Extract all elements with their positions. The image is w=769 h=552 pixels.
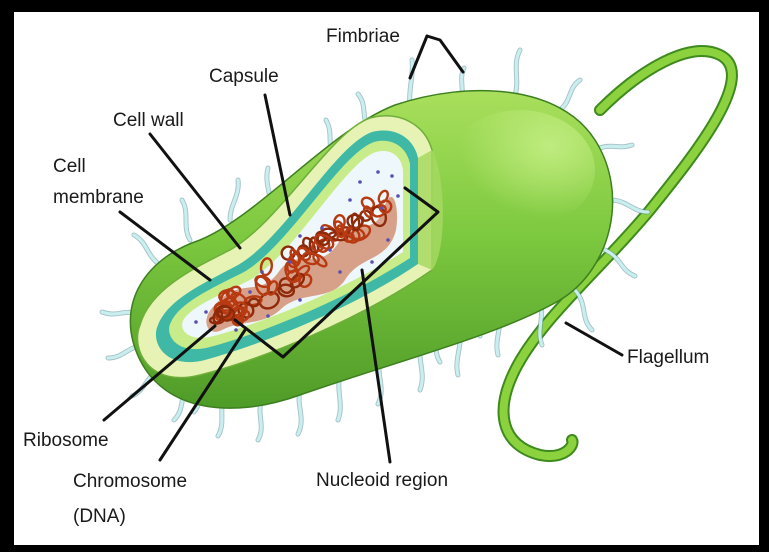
ribosome-dot (348, 198, 352, 202)
ribosome-dot (288, 260, 292, 264)
ribosome-dot (396, 194, 400, 198)
ribosome-dot (204, 310, 208, 314)
ribosome-dot (338, 270, 342, 274)
ribosome-dot (234, 328, 238, 332)
ribosome-dot (320, 226, 324, 230)
label-chromosome-line1: Chromosome (73, 471, 187, 492)
ribosome-dot (194, 320, 198, 324)
leader-flagellum (566, 323, 622, 355)
ribosome-dot (266, 314, 270, 318)
ribosome-dot (390, 174, 394, 178)
ribosome-dot (386, 238, 390, 242)
label-nucleoid-region: Nucleoid region (316, 470, 448, 491)
pilus (182, 200, 190, 240)
ribosome-dot (376, 170, 380, 174)
label-ribosome: Ribosome (23, 430, 109, 451)
pilus (610, 200, 648, 212)
pilus (560, 80, 580, 110)
ribosome-dot (370, 260, 374, 264)
leader-fimbriae-2 (410, 36, 427, 78)
ribosome-dot (380, 206, 384, 210)
ribosome-dot (248, 290, 252, 294)
label-cell-wall: Cell wall (113, 110, 184, 131)
diagram-canvas: Fimbriae Capsule Cell wall Cell membrane… (14, 12, 759, 545)
bacterial-cell-diagram: Fimbriae Capsule Cell wall Cell membrane… (14, 12, 759, 545)
ribosome-dot (260, 270, 264, 274)
label-fimbriae: Fimbriae (326, 26, 400, 47)
label-cell-membrane-line2: membrane (53, 187, 144, 208)
label-flagellum: Flagellum (627, 347, 709, 368)
leader-cell-wall (150, 134, 240, 248)
ribosome-dot (358, 180, 362, 184)
ribosome-dot (298, 234, 302, 238)
label-chromosome-line2: (DNA) (73, 506, 126, 527)
label-cell-membrane-line1: Cell (53, 156, 86, 177)
ribosome-dot (328, 248, 332, 252)
leader-fimbriae (427, 36, 463, 72)
ribosome-dot (298, 298, 302, 302)
label-capsule: Capsule (209, 66, 279, 87)
